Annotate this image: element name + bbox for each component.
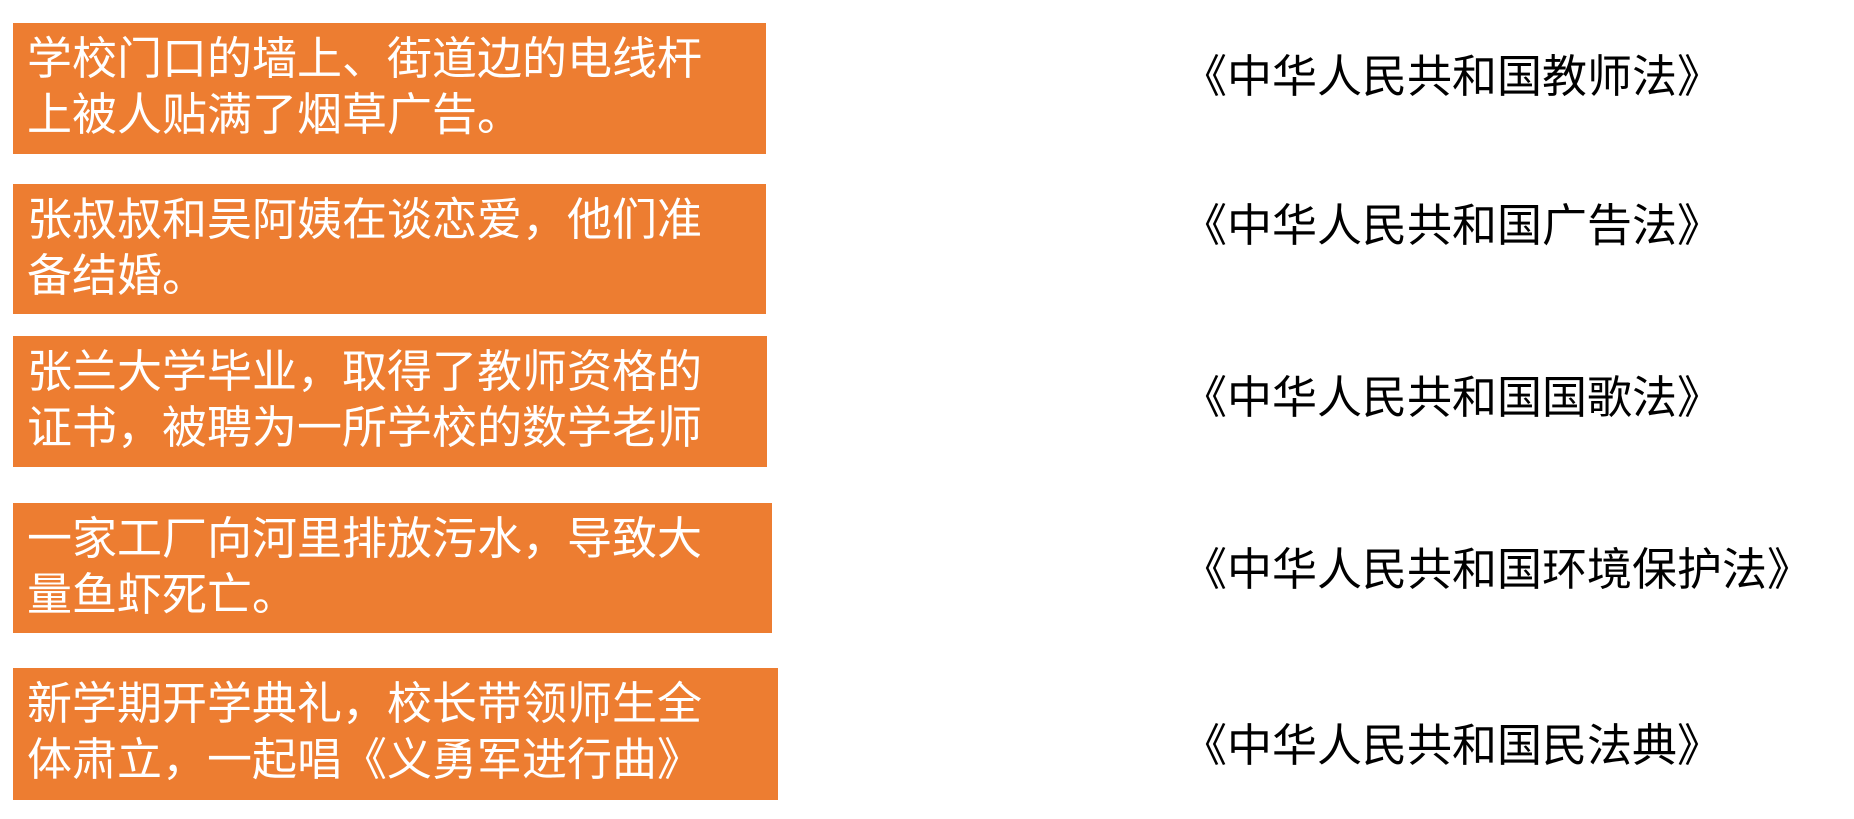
scenario-card-2[interactable]: 张叔叔和吴阿姨在谈恋爱，他们准 备结婚。 (13, 184, 766, 314)
law-item-4[interactable]: 《中华人民共和国环境保护法》 (1182, 543, 1813, 596)
scenario-text-line: 备结婚。 (27, 249, 208, 302)
scenario-card-5[interactable]: 新学期开学典礼，校长带领师生全 体肃立，一起唱《义勇军进行曲》 (13, 668, 778, 800)
law-item-5[interactable]: 《中华人民共和国民法典》 (1182, 719, 1723, 772)
scenario-text-line: 证书，被聘为一所学校的数学老师 (27, 401, 703, 454)
scenario-text-line: 量鱼虾死亡。 (27, 568, 298, 621)
scenario-text-line: 新学期开学典礼，校长带领师生全 (27, 677, 703, 730)
scenario-text-line: 一家工厂向河里排放污水，导致大 (27, 512, 703, 565)
scenario-card-3[interactable]: 张兰大学毕业，取得了教师资格的 证书，被聘为一所学校的数学老师 (13, 336, 767, 467)
scenario-text-line: 学校门口的墙上、街道边的电线杆 (27, 32, 703, 85)
scenario-text-line: 张叔叔和吴阿姨在谈恋爱，他们准 (27, 193, 703, 246)
law-item-3[interactable]: 《中华人民共和国国歌法》 (1182, 371, 1723, 424)
law-item-2[interactable]: 《中华人民共和国广告法》 (1182, 199, 1723, 252)
scenario-text-line: 张兰大学毕业，取得了教师资格的 (27, 345, 703, 398)
scenario-text-line: 上被人贴满了烟草广告。 (27, 88, 523, 141)
law-item-1[interactable]: 《中华人民共和国教师法》 (1182, 50, 1723, 103)
scenario-card-4[interactable]: 一家工厂向河里排放污水，导致大 量鱼虾死亡。 (13, 503, 772, 633)
scenario-card-1[interactable]: 学校门口的墙上、街道边的电线杆 上被人贴满了烟草广告。 (13, 23, 766, 154)
scenario-text-line: 体肃立，一起唱《义勇军进行曲》 (27, 733, 703, 786)
